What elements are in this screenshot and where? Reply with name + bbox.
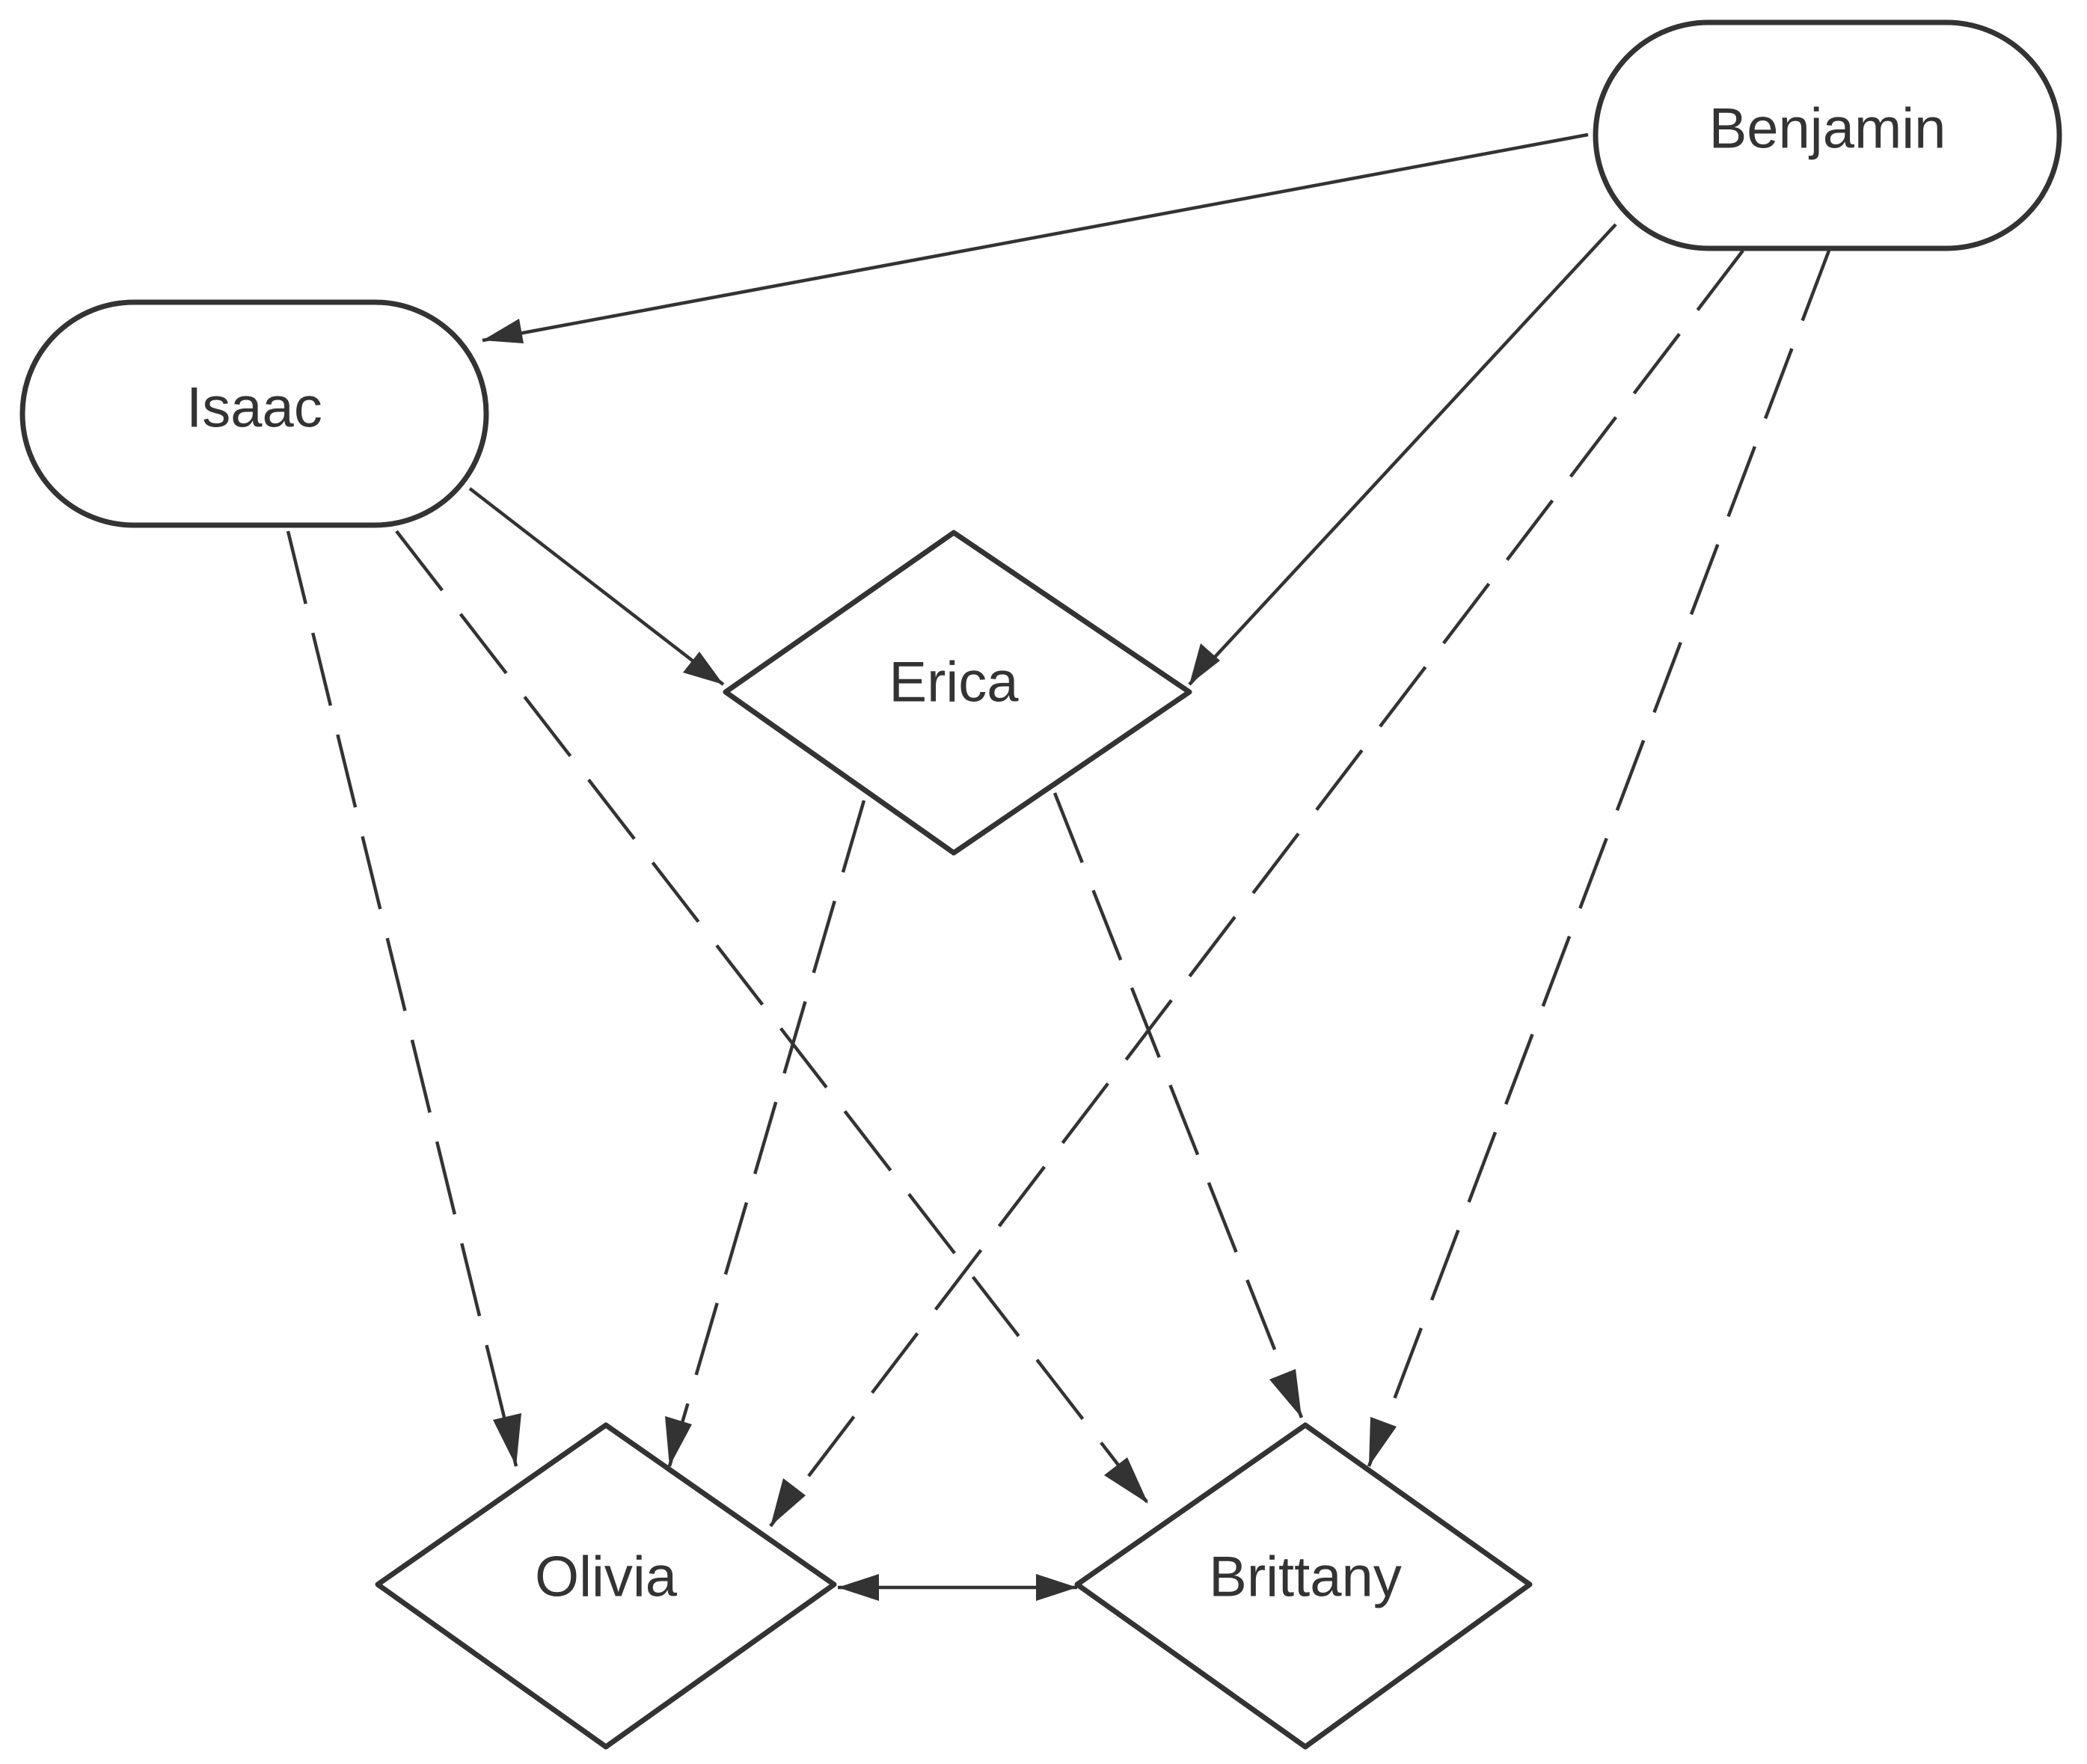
- arrowhead-olivia-2: [665, 1416, 692, 1466]
- edge-benjamin-isaac: [482, 132, 1589, 343]
- edge-erica-brittany: [1052, 792, 1304, 1418]
- node-olivia[interactable]: Olivia: [375, 1422, 837, 1750]
- node-brittany-label: Brittany: [1209, 1546, 1402, 1609]
- edge-benjamin-brittany: [1367, 250, 1831, 1467]
- arrowhead-olivia-3: [770, 1478, 806, 1526]
- edge-benjamin-olivia: [769, 249, 1744, 1528]
- arrowhead-olivia-1: [493, 1413, 521, 1466]
- edges-layer: [286, 132, 1831, 1601]
- node-brittany[interactable]: Brittany: [1074, 1422, 1533, 1750]
- edge-isaac-erica: [468, 487, 725, 686]
- node-erica[interactable]: Erica: [723, 530, 1192, 856]
- edge-isaac-olivia: [286, 530, 518, 1467]
- node-benjamin-label: Benjamin: [1709, 97, 1946, 161]
- nodes-layer: Benjamin Isaac Erica Olivia Brittany: [19, 19, 2062, 1750]
- node-benjamin-shape: [1593, 19, 2062, 251]
- edge-erica-olivia: [667, 800, 866, 1467]
- arrowhead-brittany-3: [1369, 1417, 1397, 1466]
- arrowhead-brittany-1: [1104, 1457, 1148, 1504]
- arrowhead-isaac: [482, 319, 524, 343]
- arrowhead-brittany-side: [1036, 1574, 1077, 1601]
- arrowhead-erica-left: [683, 652, 723, 685]
- node-isaac-label: Isaac: [186, 376, 322, 440]
- node-erica-shape: [723, 530, 1192, 856]
- arrowhead-erica-right: [1189, 643, 1220, 685]
- arrowhead-olivia-side: [838, 1574, 879, 1601]
- node-isaac[interactable]: Isaac: [19, 299, 489, 528]
- node-olivia-label: Olivia: [535, 1546, 678, 1609]
- edge-benjamin-erica: [1188, 223, 1617, 686]
- node-erica-label: Erica: [889, 651, 1019, 714]
- arrowhead-brittany-2: [1269, 1369, 1302, 1418]
- node-brittany-shape: [1074, 1422, 1533, 1750]
- node-isaac-shape: [19, 299, 489, 528]
- node-benjamin[interactable]: Benjamin: [1593, 19, 2062, 251]
- node-olivia-shape: [375, 1422, 837, 1750]
